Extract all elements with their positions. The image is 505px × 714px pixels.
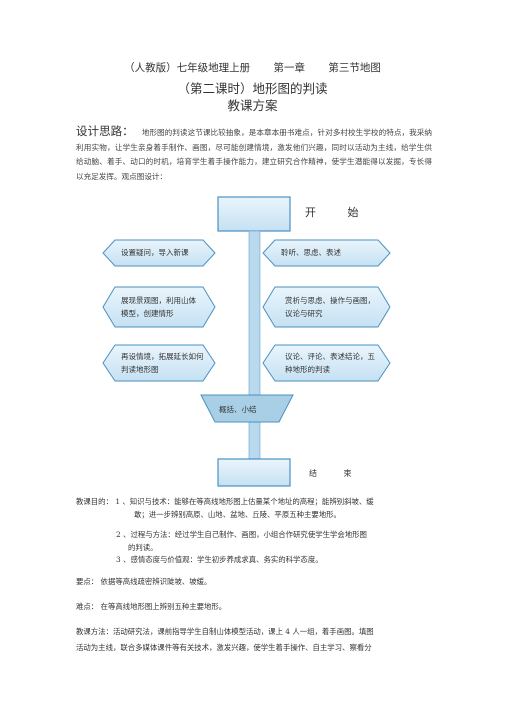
summary-funnel xyxy=(200,394,294,423)
teaching-goals: 教课目的： 1 、知识与技术：能够在等高线地形图上估量某个地址的高程；能辨别斜坡… xyxy=(76,496,436,567)
course-header: （人教版）七年级地理上册 第一章 第三节地图 xyxy=(0,60,505,75)
lesson-title: （第二课时）地形图的判读 xyxy=(177,81,328,96)
difficulty-text: 在等高线地形图上辨别五种主要地形。 xyxy=(100,602,227,611)
course-name: （人教版）七年级地理上册 xyxy=(124,62,251,74)
end-label: 结 束 xyxy=(309,469,364,478)
goal-2-line-1: 2 、过程与方法：经过学生自己制作、画图，小组合作研究使学生学会地形图 xyxy=(116,530,367,539)
method-line-2: 活动为主线，联合多媒体课件等有关技术，激发兴趣，使学生着手操作、自主学习、察看分 xyxy=(76,642,372,652)
end-box xyxy=(217,458,291,487)
goal-1-line-2: 敢；进一步辨别高原、山地、盆地、丘陵、平原五种主要地形。 xyxy=(134,509,341,519)
key-text: 依据等高线疏密辨识陡坡、坡缓。 xyxy=(100,577,212,586)
design-text: 地形图的判读这节课比较抽象，是本章本册书难点，针对多村校生学校的特点，我采纳利用… xyxy=(76,128,432,181)
left-step-1: 设置疑问，导入新课 xyxy=(121,248,189,257)
right-step-3: 议论、评论、表述结论，五种地形的判读 xyxy=(285,352,375,374)
summary-label: 概括、小结 xyxy=(219,405,257,414)
difficulty-point: 难点： 在等高线地形图上辨别五种主要地形。 xyxy=(76,601,226,614)
left-step-2: 展现景观图，利用山体模型，创建情形 xyxy=(121,296,196,318)
flow-row-2 xyxy=(102,286,391,328)
start-label: 开 始 xyxy=(305,206,373,219)
design-paragraph: 设计思路：地形图的判读这节课比较抽象，是本章本册书难点，针对多村校生学校的特点，… xyxy=(76,124,432,184)
goal-1-line-1: 1 、知识与技术：能够在等高线地形图上估量某个地址的高程；能辨别斜坡、缓 xyxy=(115,497,374,506)
left-arrow-box-1 xyxy=(102,239,216,267)
flow-row-1 xyxy=(102,239,391,267)
goals-label: 教课目的： xyxy=(76,497,113,506)
key-point: 要点： 依据等高线疏密辨识陡坡、坡缓。 xyxy=(76,576,211,589)
right-step-2: 赏析与思虑、操作与画图，议论与研究 xyxy=(285,296,375,318)
flowchart-graphic xyxy=(102,196,391,487)
flowchart: 开 始 设置疑问，导入新课 聆听、思虑、表述 展现景观图，利用山体模型，创建情形… xyxy=(95,190,415,490)
left-arrow-box-2 xyxy=(102,286,216,328)
teaching-method: 教课方法：活动研究法，课前指导学生自制山体模型活动，课上 4 人一组，着手画图。… xyxy=(76,626,436,654)
goal-2-line-2: 的判读。 xyxy=(128,542,158,552)
section-label: 第三节地图 xyxy=(328,62,381,74)
right-arrow-box-1 xyxy=(262,239,391,267)
left-step-3: 再设情境，拓展延长如何判读地形图 xyxy=(121,352,204,374)
flow-row-3 xyxy=(102,344,391,382)
right-arrow-box-2 xyxy=(262,286,391,328)
design-label: 设计思路： xyxy=(76,124,134,138)
key-label: 要点： xyxy=(76,577,99,586)
method-label: 教课方法： xyxy=(76,627,113,636)
method-line-1: 活动研究法，课前指导学生自制山体模型活动，课上 4 人一组，着手画图。填图 xyxy=(112,627,374,636)
flow-trunk xyxy=(248,230,261,460)
goal-3: 3 、感情态度与价值观：学生初步养成求真、务实的科学态度。 xyxy=(116,555,323,564)
right-step-1: 聆听、思虑、表述 xyxy=(281,248,341,257)
left-arrow-box-3 xyxy=(102,344,216,382)
right-arrow-box-3 xyxy=(262,344,391,382)
doc-subtitle: 教课方案 xyxy=(227,98,278,113)
start-box xyxy=(217,196,291,232)
difficulty-label: 难点： xyxy=(76,602,99,611)
chapter-label: 第一章 xyxy=(273,62,306,74)
